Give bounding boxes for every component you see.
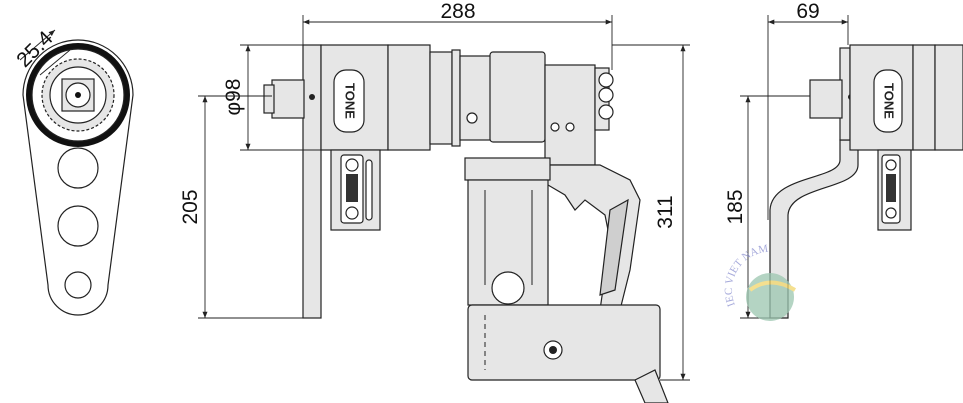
side-view: TONE 288 311 xyxy=(179,0,690,403)
dim-arm-length: 185 xyxy=(724,189,747,224)
arm-hole xyxy=(64,271,92,299)
dim-head-diameter: φ98 xyxy=(222,79,245,116)
power-cable xyxy=(634,369,669,403)
anvil xyxy=(271,79,305,119)
dim-arm-offset: 69 xyxy=(796,0,819,23)
arm-hole xyxy=(57,205,99,247)
pistol-grip xyxy=(539,164,641,311)
arm-hole xyxy=(57,147,99,189)
dim-height-to-grip: 205 xyxy=(179,189,202,224)
watermark-logo: IEC VIET NAM xyxy=(723,243,797,321)
dim-overall-length: 288 xyxy=(440,0,475,23)
dim-overall-height: 311 xyxy=(654,195,677,228)
brand-logo: TONE xyxy=(343,83,358,119)
housing-1 xyxy=(387,44,431,151)
brand-logo-right: TONE xyxy=(882,83,897,119)
motor-housing xyxy=(489,51,546,143)
control-box xyxy=(467,304,661,381)
reaction-plate xyxy=(302,44,322,319)
front-view: 25.4 xyxy=(12,26,134,316)
offset-arm-view: TONE 69 185 xyxy=(724,0,963,319)
